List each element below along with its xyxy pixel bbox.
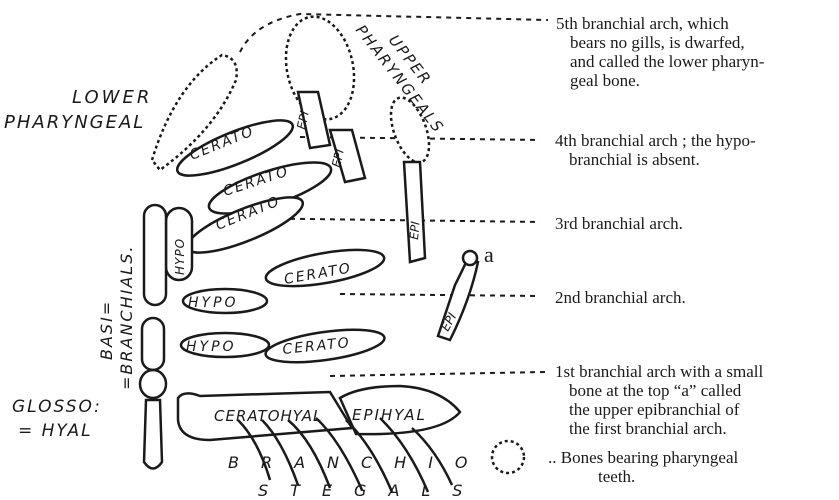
- note-line: 2nd branchial arch.: [555, 288, 686, 307]
- note-line: branchial is absent.: [555, 150, 756, 169]
- label-glosso: GLOSSO:: [12, 397, 102, 417]
- label-hypo-3rd: HYPO: [173, 238, 187, 275]
- label-epihyal: EPIHYAL: [352, 406, 427, 424]
- label-ceratohyal: CERATOHYAL: [214, 407, 322, 425]
- glossohyal-bone: [144, 400, 162, 469]
- note-1st-arch: 1st branchial arch with a small bone at …: [555, 362, 763, 438]
- label-basi: BASI=: [97, 300, 116, 360]
- basibranchial-2: [142, 318, 164, 370]
- ossicle-a: [463, 251, 477, 265]
- note-line: .. Bones bearing pharyngeal: [548, 448, 738, 467]
- epibranchial-3rd: [404, 162, 425, 262]
- label-epi-3rd: EPI: [407, 220, 423, 240]
- leader-2nd-arch: [340, 294, 540, 296]
- leader-1st-arch: [330, 372, 545, 376]
- label-lower: LOWER: [72, 87, 152, 108]
- note-line: 5th branchial arch, which: [556, 14, 729, 33]
- note-line: the first branchial arch.: [555, 419, 763, 438]
- note-line: and called the lower pharyn-: [556, 52, 764, 71]
- label-marker-a: a: [484, 242, 494, 267]
- note-line: bone at the top “a” called: [555, 381, 763, 400]
- note-line: teeth.: [548, 467, 738, 486]
- note-pharyngeal-teeth: .. Bones bearing pharyngeal teeth.: [548, 448, 738, 486]
- basibranchial-1: [144, 205, 166, 305]
- pharyngeal-teeth-swatch: [492, 441, 524, 473]
- label-branchials: =BRANCHIALS.: [117, 245, 136, 390]
- label-hyal: = HYAL: [18, 421, 93, 441]
- note-line: 1st branchial arch with a small: [555, 362, 763, 381]
- note-line: 3rd branchial arch.: [555, 214, 683, 233]
- note-3rd-arch: 3rd branchial arch.: [555, 214, 683, 233]
- note-2nd-arch: 2nd branchial arch.: [555, 288, 686, 307]
- basibranchial-3: [140, 370, 166, 398]
- label-stegals: STEGALS: [258, 481, 484, 500]
- bones: [140, 10, 524, 473]
- note-line: geal bone.: [556, 71, 764, 90]
- note-line: bears no gills, is dwarfed,: [556, 33, 764, 52]
- note-line: 4th branchial arch ; the hypo-: [555, 131, 756, 150]
- label-hypo-2nd: HYPO: [188, 295, 239, 311]
- label-branchio: BRANCHIO: [228, 453, 490, 472]
- label-hypo-1st: HYPO: [186, 339, 237, 355]
- note-line: the upper epibranchial of: [555, 400, 763, 419]
- label-pharyngeal: PHARYNGEAL: [4, 112, 145, 133]
- note-5th-arch: 5th branchial arch, which bears no gills…: [556, 14, 764, 90]
- note-4th-arch: 4th branchial arch ; the hypo- branchial…: [555, 131, 756, 169]
